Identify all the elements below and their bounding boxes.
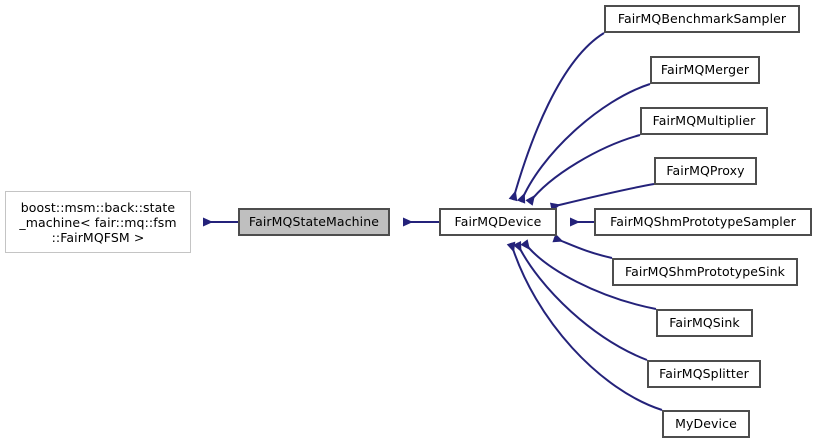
- edge-merger-to-device: [516, 83, 651, 204]
- edge-benchmarksampler-to-device: [508, 32, 605, 202]
- edge-multiplier-to-device: [525, 134, 641, 206]
- class-node-fairmqsink[interactable]: FairMQSink: [656, 309, 753, 337]
- class-node-fairmqmerger[interactable]: FairMQMerger: [650, 56, 760, 84]
- class-node-fairmqshmprototypesink[interactable]: FairMQShmPrototypeSink: [612, 258, 798, 286]
- class-node-boost-state-machine: boost::msm::back::state _machine< fair::…: [5, 191, 191, 253]
- class-node-fairmqbenchmarksampler[interactable]: FairMQBenchmarkSampler: [604, 5, 800, 33]
- class-node-fairmqshmprototypesampler[interactable]: FairMQShmPrototypeSampler: [594, 208, 812, 236]
- class-node-fairmqproxy[interactable]: FairMQProxy: [654, 157, 757, 185]
- class-node-mydevice[interactable]: MyDevice: [662, 410, 750, 438]
- class-node-fairmqmultiplier[interactable]: FairMQMultiplier: [640, 107, 768, 135]
- class-node-fairmqsplitter[interactable]: FairMQSplitter: [647, 360, 761, 388]
- edge-shmprototypesink-to-device: [552, 233, 613, 259]
- class-node-fairmqdevice[interactable]: FairMQDevice: [439, 208, 557, 236]
- class-node-fairmqstatemachine[interactable]: FairMQStateMachine: [238, 208, 390, 236]
- edge-proxy-to-device: [549, 183, 655, 212]
